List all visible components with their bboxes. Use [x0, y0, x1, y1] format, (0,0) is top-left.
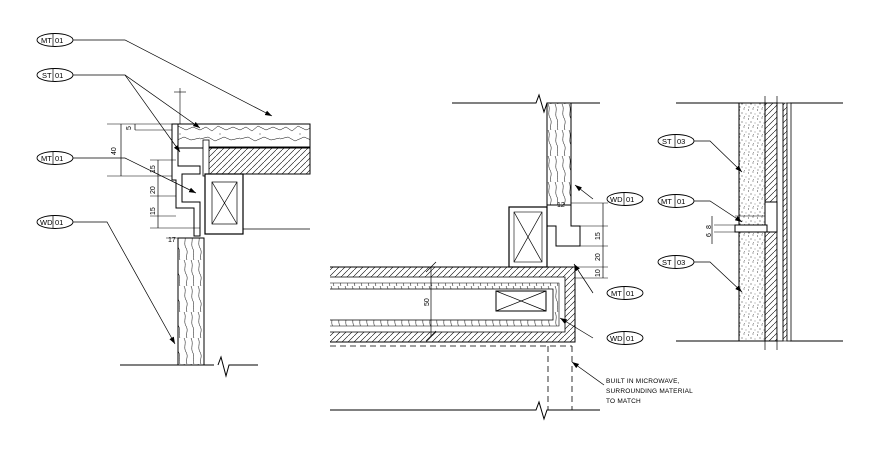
dim-20a: 20 — [150, 186, 157, 194]
tag-st01-left: ST 01 — [36, 68, 74, 82]
note-line-1: BUILT IN MICROWAVE, — [606, 378, 680, 385]
svg-text:ST: ST — [42, 71, 52, 80]
dim-10: 10 — [595, 269, 602, 277]
metal-t-trim-stem — [734, 224, 768, 233]
tag-st03-bottom: ST 03 — [657, 255, 695, 269]
detail-right: 8 6 ST 03 MT 01 ST 03 — [657, 96, 843, 350]
tag-mt01-right: MT 01 — [657, 194, 695, 208]
dim-5: 5 — [126, 126, 133, 130]
svg-text:ST: ST — [662, 137, 672, 146]
wood-wall-upper — [546, 102, 572, 206]
detail-middle: 50 12 15 20 10 WD 01 MT 01 — [330, 93, 693, 421]
dim-15a: 15 — [150, 165, 157, 173]
dim-40: 40 — [111, 147, 118, 155]
tag-wd01-middle-bottom: WD 01 — [606, 331, 644, 345]
svg-text:MT: MT — [41, 36, 52, 45]
svg-text:01: 01 — [55, 71, 63, 80]
svg-text:01: 01 — [626, 195, 634, 204]
svg-text:01: 01 — [55, 36, 63, 45]
svg-text:01: 01 — [626, 334, 634, 343]
tag-st03-top: ST 03 — [657, 134, 695, 148]
note-line-2: SURROUNDING MATERIAL — [606, 388, 693, 395]
svg-text:03: 03 — [677, 137, 685, 146]
tag-mt01-middle: MT 01 — [606, 286, 644, 300]
detail-left: 5 40 15 20 15 17 MT 01 ST 01 MT 01 — [36, 33, 311, 378]
dim-15b: 15 — [150, 207, 157, 215]
metal-trim-step — [546, 204, 581, 247]
stone-cladding-left — [738, 102, 766, 342]
dim-20b: 20 — [595, 253, 602, 261]
metal-t-trim-plate — [764, 201, 778, 233]
svg-text:01: 01 — [677, 197, 685, 206]
svg-text:WD: WD — [40, 218, 53, 227]
svg-text:01: 01 — [55, 218, 63, 227]
tag-wd01-left: WD 01 — [36, 215, 74, 229]
metal-trim-profile — [171, 123, 201, 237]
dim-6: 6 — [706, 233, 713, 237]
svg-text:ST: ST — [662, 258, 672, 267]
dim-50: 50 — [424, 298, 431, 306]
dim-8: 8 — [706, 225, 713, 229]
note-line-3: TO MATCH — [606, 398, 641, 405]
countertop-stone — [177, 123, 311, 149]
wood-wall — [177, 237, 205, 366]
svg-text:01: 01 — [55, 154, 63, 163]
svg-text:03: 03 — [677, 258, 685, 267]
dim-15c: 15 — [595, 232, 602, 240]
tag-mt01-left: MT 01 — [36, 33, 74, 47]
svg-text:WD: WD — [610, 334, 623, 343]
tag-wd01-middle-top: WD 01 — [606, 192, 644, 206]
dim-17: 17 — [168, 237, 176, 244]
dim-12: 12 — [557, 202, 565, 209]
svg-text:MT: MT — [611, 289, 622, 298]
svg-text:01: 01 — [626, 289, 634, 298]
svg-text:WD: WD — [610, 195, 623, 204]
tag-mt01-left-2: MT 01 — [36, 151, 74, 165]
svg-text:MT: MT — [41, 154, 52, 163]
svg-text:MT: MT — [661, 197, 672, 206]
wood-apron — [204, 146, 311, 175]
